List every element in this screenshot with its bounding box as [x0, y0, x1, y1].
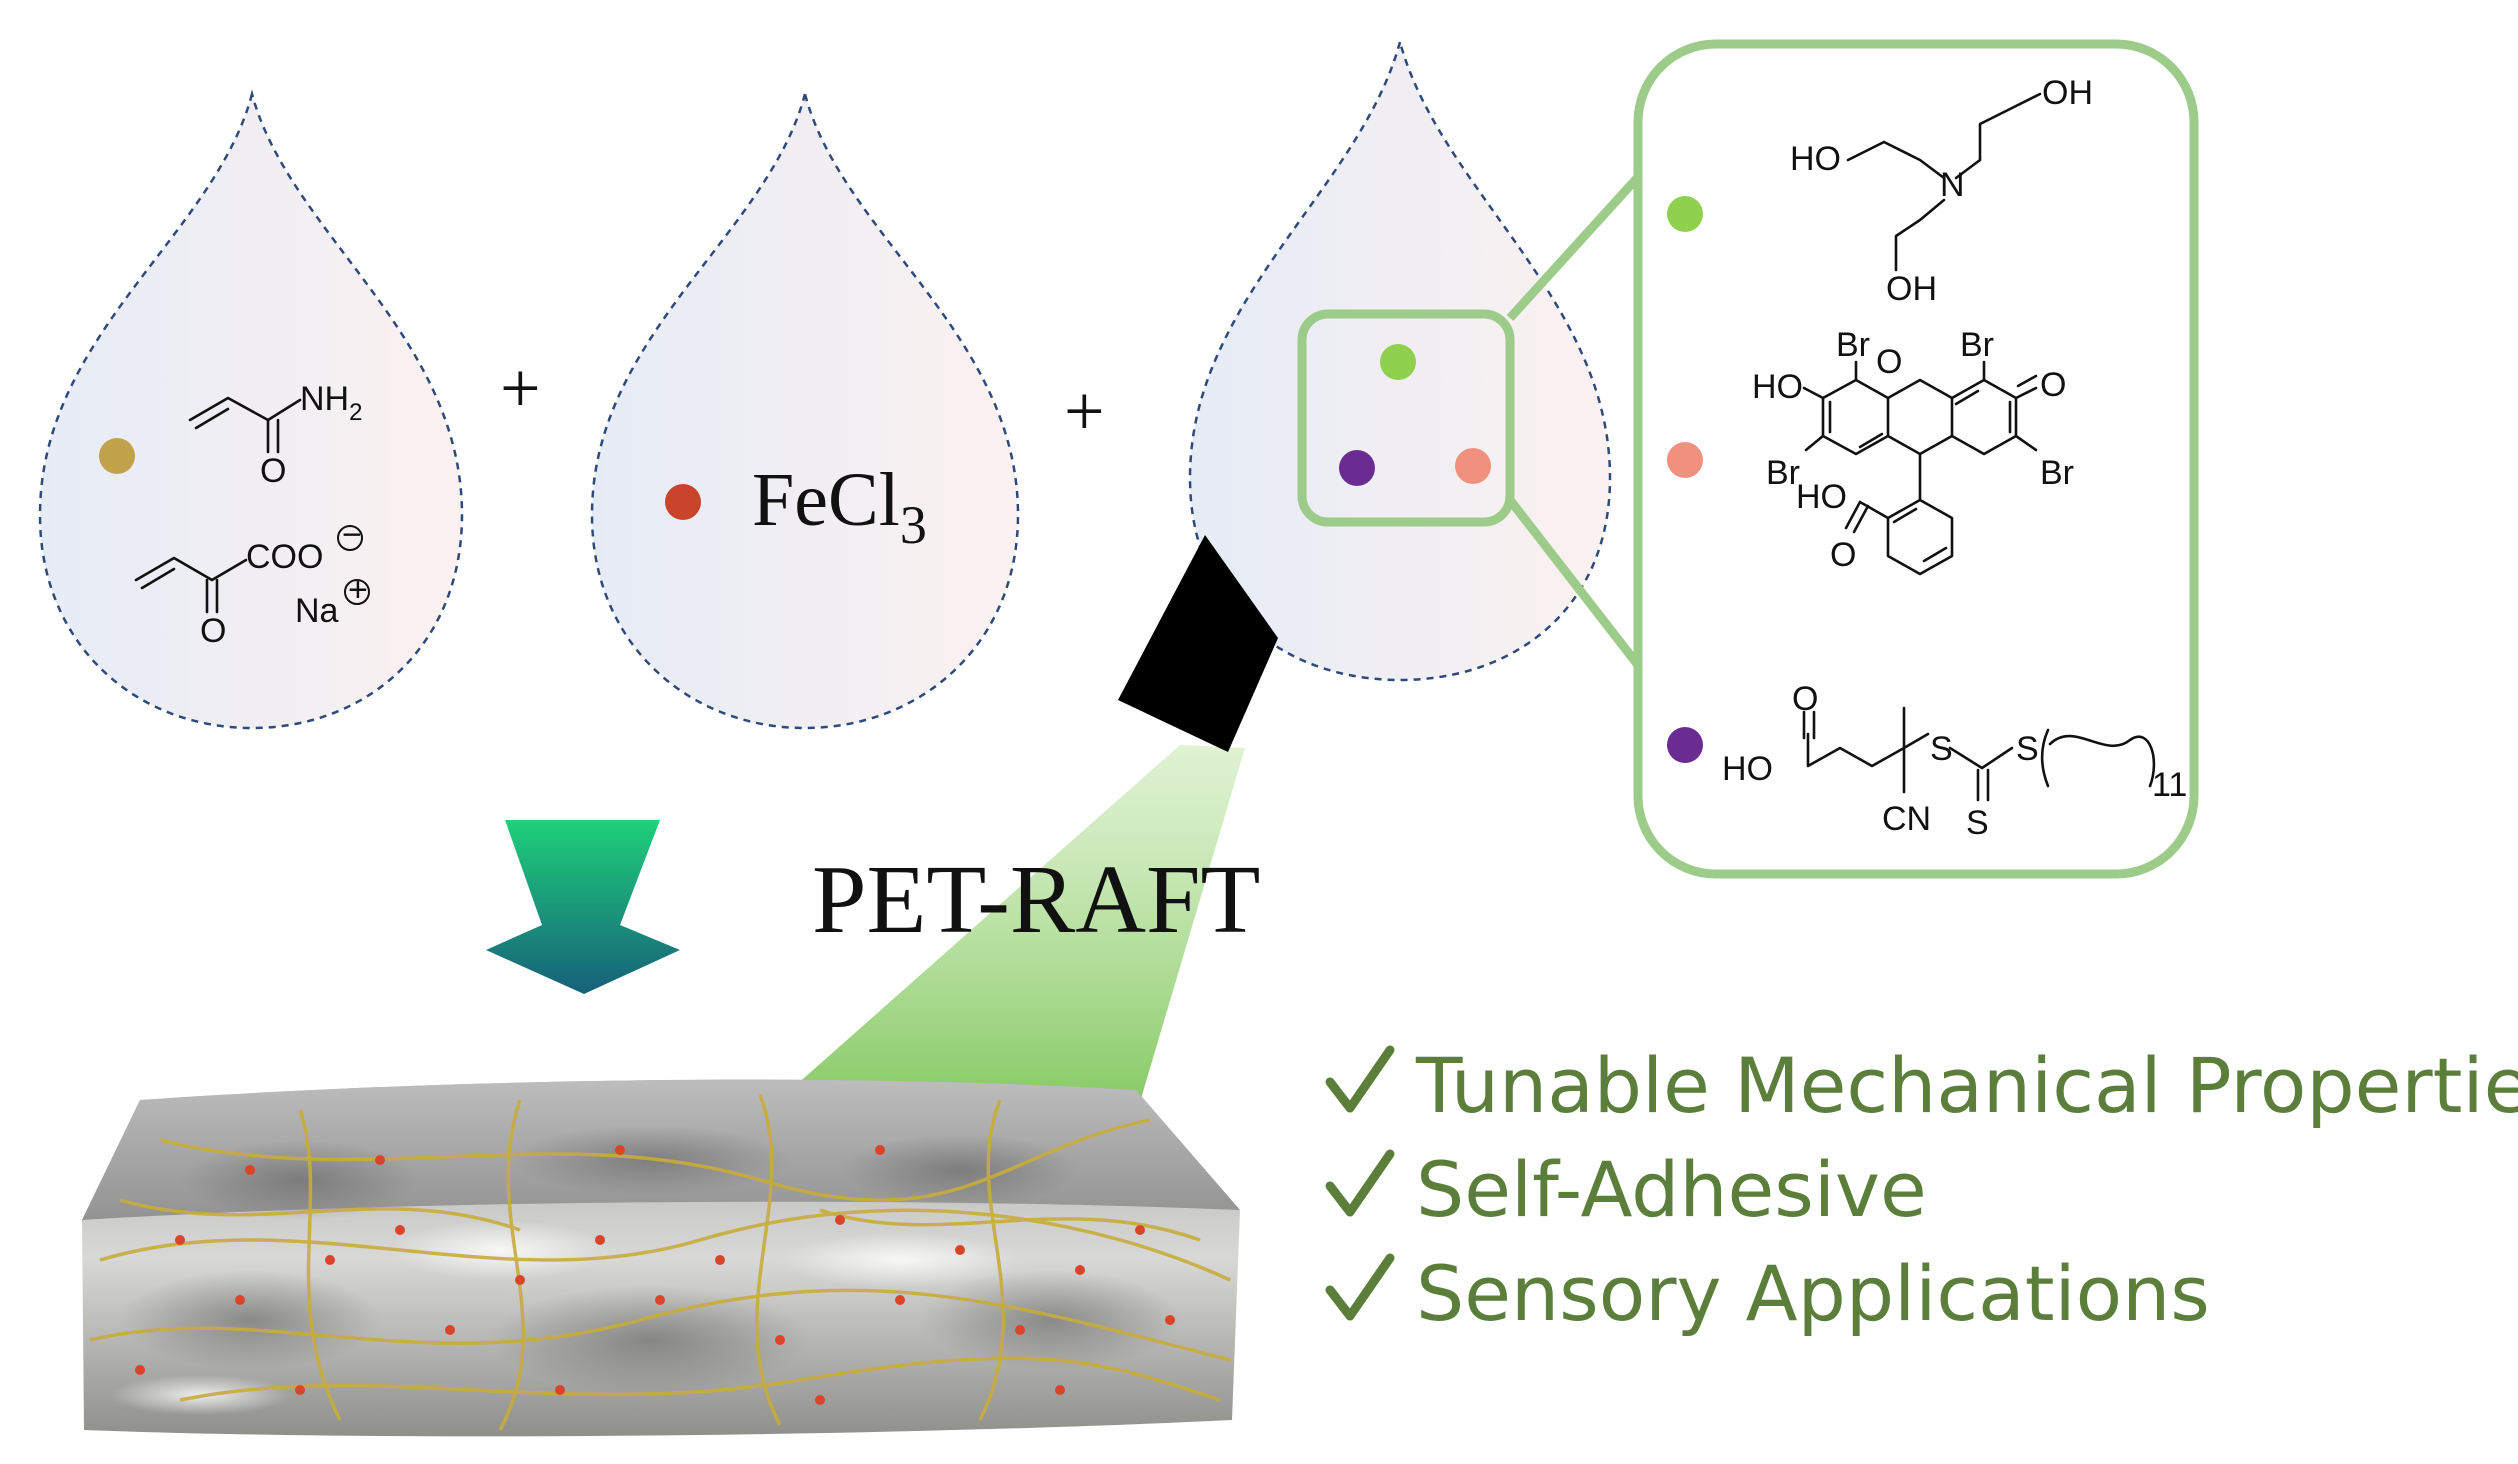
zoom-selection-box — [1297, 309, 1515, 527]
fecl3-droplet: FeCl3 — [590, 89, 1020, 730]
component-panel: HO N OH OH — [1633, 39, 2199, 879]
tea-dot-small — [1380, 344, 1416, 380]
tea-ho: HO — [1790, 140, 1841, 178]
check-icon — [1325, 1253, 1395, 1321]
eosin-br-1: Br — [1836, 326, 1870, 364]
acrylate-minus: − — [342, 516, 362, 554]
eosin-br-3: Br — [1766, 454, 1800, 492]
eosin-ho-2: HO — [1796, 478, 1847, 516]
acrylate-coo: COO — [246, 538, 323, 576]
zoom-line-bottom — [1506, 497, 1652, 681]
feature-text: Sensory Applications — [1416, 1249, 2210, 1338]
raft-cn: CN — [1882, 800, 1931, 838]
hydrogel-block — [82, 1079, 1240, 1437]
monomer-dot — [99, 438, 135, 474]
eosin-keto-oxygen: O — [2040, 366, 2066, 404]
raft-dot — [1667, 727, 1703, 763]
tea-dot — [1667, 196, 1703, 232]
eosin-dot — [1667, 442, 1703, 478]
acrylate-plus: + — [348, 571, 368, 609]
triethanolamine-structure: HO N OH OH — [1790, 74, 2093, 308]
down-arrow-icon — [486, 820, 680, 994]
raft-dot-small — [1339, 450, 1375, 486]
eosin-y-structure: O Br Br HO O Br Br HO O — [1752, 326, 2074, 576]
tea-oh-bottom: OH — [1886, 270, 1937, 308]
monomer-droplet: NH2 O COO − Na + O — [38, 89, 464, 730]
tea-n: N — [1940, 166, 1965, 204]
eosin-ho-1: HO — [1752, 368, 1803, 406]
feature-text: Self-Adhesive — [1416, 1145, 1927, 1234]
acrylamide-oxygen: O — [260, 452, 286, 490]
check-icon — [1325, 1045, 1395, 1113]
plus-sign-1: + — [500, 348, 541, 428]
raft-repeat-count: 11 — [2152, 766, 2187, 804]
raft-agent-structure: O HO S S S CN 11 — [1722, 680, 2187, 842]
feature-item-tunable: Tunable Mechanical Properties — [1325, 1041, 2518, 1130]
raft-thione-s: S — [1966, 804, 1989, 842]
eosin-br-4: Br — [2040, 454, 2074, 492]
raft-s-1: S — [1930, 730, 1953, 768]
feature-item-sensory: Sensory Applications — [1325, 1249, 2210, 1338]
raft-s-2: S — [2016, 730, 2039, 768]
sodium-acrylate-structure: COO − Na + O — [134, 516, 370, 650]
light-beam — [795, 745, 1245, 1112]
process-label: PET-RAFT — [812, 846, 1260, 954]
acrylate-na: Na — [295, 592, 339, 630]
tea-oh-top: OH — [2042, 74, 2093, 112]
zoom-line-top — [1506, 162, 1652, 322]
feature-item-adhesive: Self-Adhesive — [1325, 1145, 1927, 1234]
acrylamide-nh2: NH2 — [300, 380, 362, 426]
fecl3-label: FeCl3 — [752, 458, 927, 555]
acrylamide-structure: NH2 O — [188, 380, 362, 490]
eosin-br-2: Br — [1960, 326, 1994, 364]
eosin-dot-small — [1455, 448, 1491, 484]
fecl3-dot — [665, 484, 701, 520]
eosin-ring-oxygen: O — [1876, 343, 1902, 381]
light-source — [1118, 535, 1278, 752]
check-icon — [1325, 1149, 1395, 1217]
plus-sign-2: + — [1064, 371, 1105, 451]
raft-ho: HO — [1722, 750, 1773, 788]
acrylate-oxygen: O — [200, 612, 226, 650]
raft-carbonyl-oxygen: O — [1792, 680, 1818, 718]
feature-list: Tunable Mechanical Properties Self-Adhes… — [1325, 1041, 2518, 1338]
eosin-acid-oxygen: O — [1830, 536, 1856, 574]
feature-text: Tunable Mechanical Properties — [1415, 1041, 2518, 1130]
